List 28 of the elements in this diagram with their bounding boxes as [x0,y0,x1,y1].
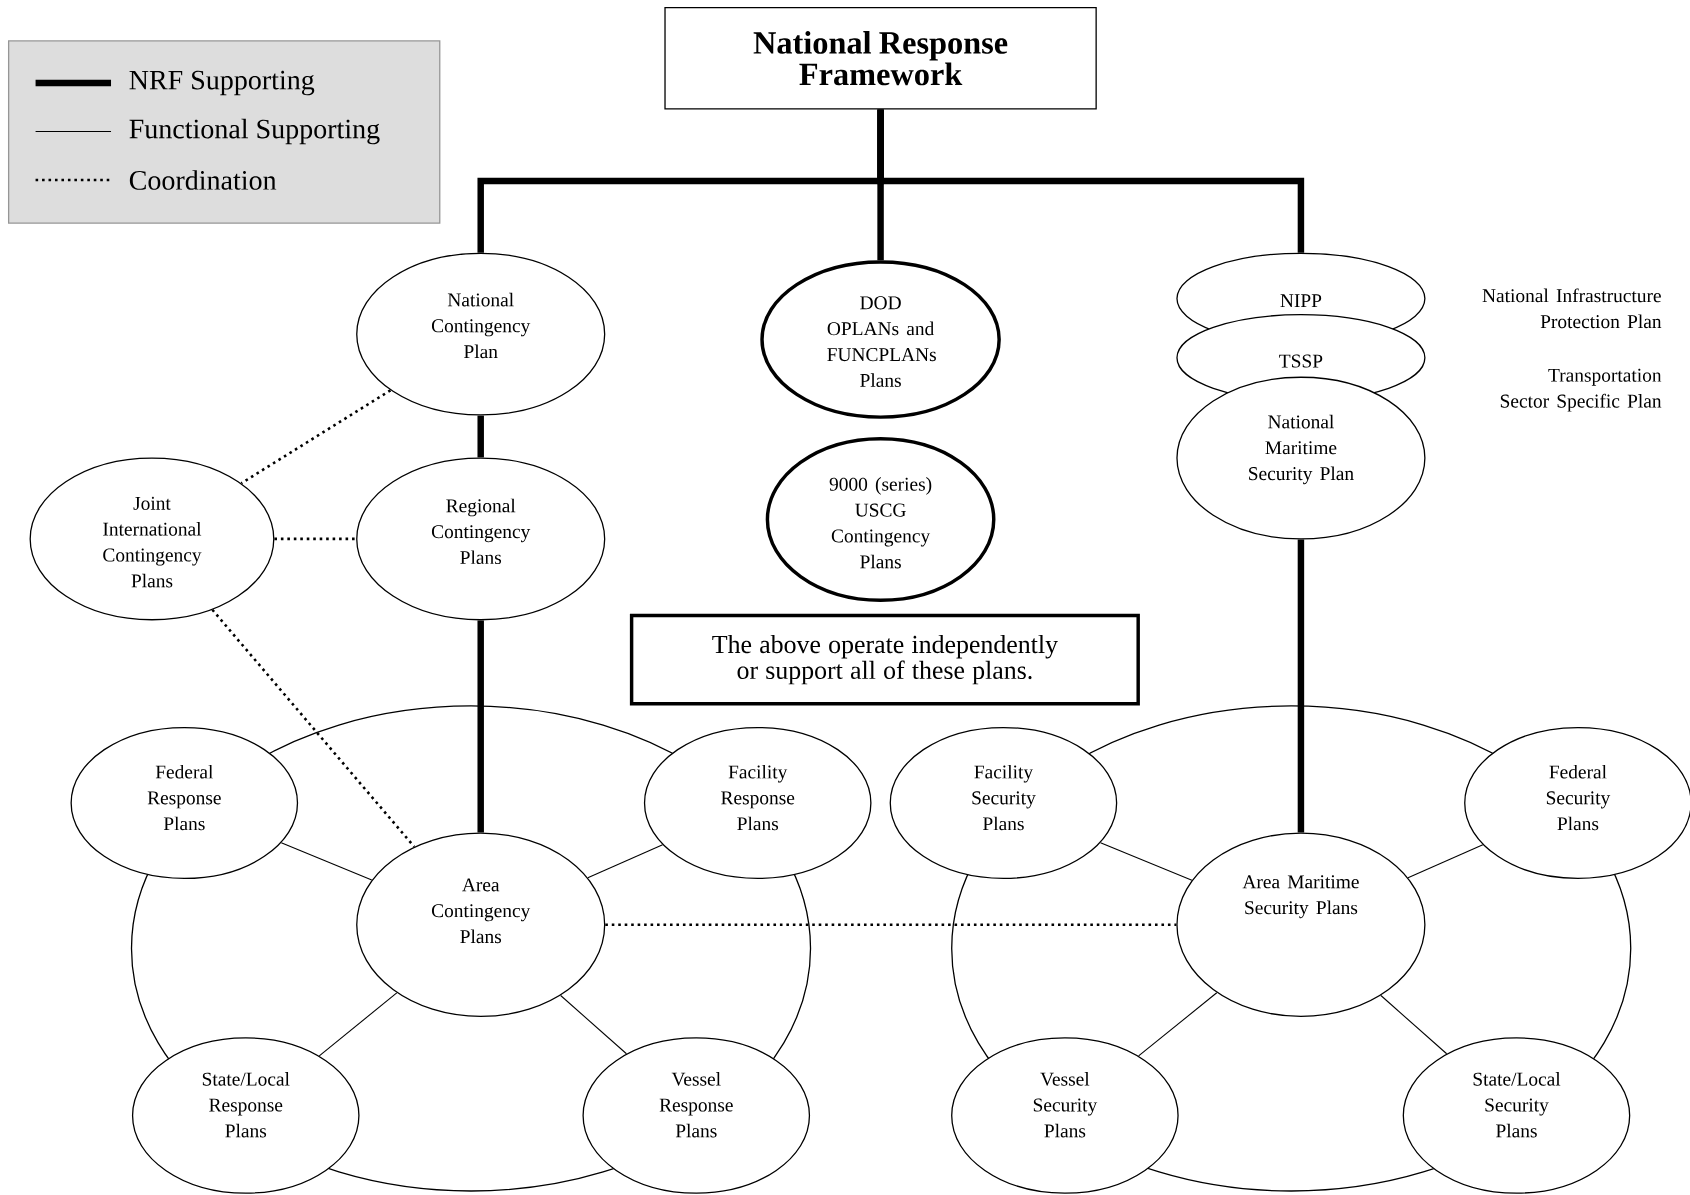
connector-line [560,994,627,1055]
title-box: National Response Framework [664,6,1097,110]
legend-text: NRF Supporting [129,70,315,96]
legend-text: Functional Supporting [129,118,380,145]
side-note: Transportation Sector Specific Plan [1500,368,1662,412]
connector-line [1099,842,1193,881]
connector-line [587,844,664,879]
connector-line [1297,539,1305,833]
node-label: Vessel Security Plans [1033,1071,1098,1138]
connector-line [274,537,357,541]
legend-text: Coordination [129,170,277,190]
connector-line [877,109,1305,253]
node-label: State/Local Security Plans [1473,1071,1561,1138]
connector-line [477,620,484,833]
node-label: State/Local Response Plans [202,1071,290,1138]
node-label: Vessel Response Plans [659,1071,733,1138]
connector-line [1138,992,1218,1057]
node-label: Federal Security Plans [1546,764,1611,831]
connector-line [1407,844,1484,879]
connector-line [318,992,398,1057]
connector-line [1380,994,1448,1055]
connector-line [211,608,416,848]
connector-line [477,415,484,458]
note-box: The above operate independently or support all of these plans. [629,613,1140,706]
connector-line [240,389,392,485]
side-note: National Infrastructure Protection Plan [1482,288,1662,328]
connector-line [605,923,1177,926]
connector-line [280,842,373,881]
